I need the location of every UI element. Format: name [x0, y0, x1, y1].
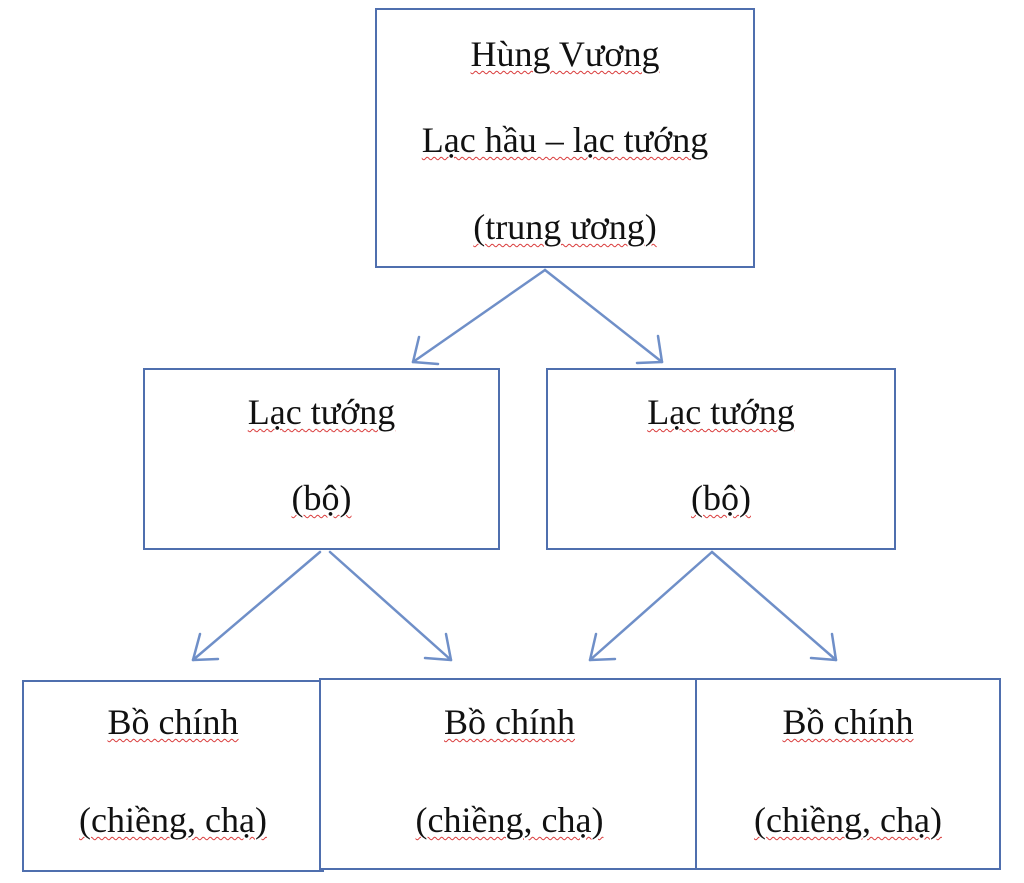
- leaf-2-level-label: (chiềng, chạ): [415, 800, 604, 840]
- node-lac-tuong-left: Lạc tướng (bộ): [143, 368, 500, 550]
- node-lac-tuong-right: Lạc tướng (bộ): [546, 368, 896, 550]
- arrow-root-to-mid-right: [543, 268, 664, 365]
- leaf-1-level-label: (chiềng, chạ): [79, 800, 267, 840]
- arrow-mid-right-to-leaf-2: [588, 550, 714, 662]
- node-bo-chinh-2: Bồ chính (chiềng, chạ): [319, 678, 700, 870]
- leaf-2-title: Bồ chính: [444, 702, 575, 742]
- arrow-mid-left-to-leaf-2: [328, 550, 453, 662]
- mid-left-level-label: (bộ): [291, 478, 352, 518]
- node-bo-chinh-3: Bồ chính (chiềng, chạ): [695, 678, 1001, 870]
- leaf-1-title: Bồ chính: [107, 702, 239, 742]
- arrow-mid-left-to-leaf-1: [191, 550, 322, 662]
- root-subtitle: Lạc hầu – lạc tướng: [421, 120, 709, 160]
- leaf-3-level-label: (chiềng, chạ): [754, 800, 942, 840]
- node-hung-vuong: Hùng Vương Lạc hầu – lạc tướng (trung ươ…: [375, 8, 755, 268]
- leaf-3-title: Bồ chính: [782, 702, 914, 742]
- root-level-label: (trung ương): [473, 207, 657, 247]
- root-title: Hùng Vương: [470, 34, 660, 74]
- mid-right-title: Lạc tướng: [647, 392, 795, 432]
- mid-left-title: Lạc tướng: [247, 392, 396, 432]
- arrow-root-to-mid-left: [411, 268, 547, 366]
- mid-right-level-label: (bộ): [691, 478, 751, 518]
- arrow-mid-right-to-leaf-3: [710, 550, 838, 662]
- node-bo-chinh-1: Bồ chính (chiềng, chạ): [22, 680, 324, 872]
